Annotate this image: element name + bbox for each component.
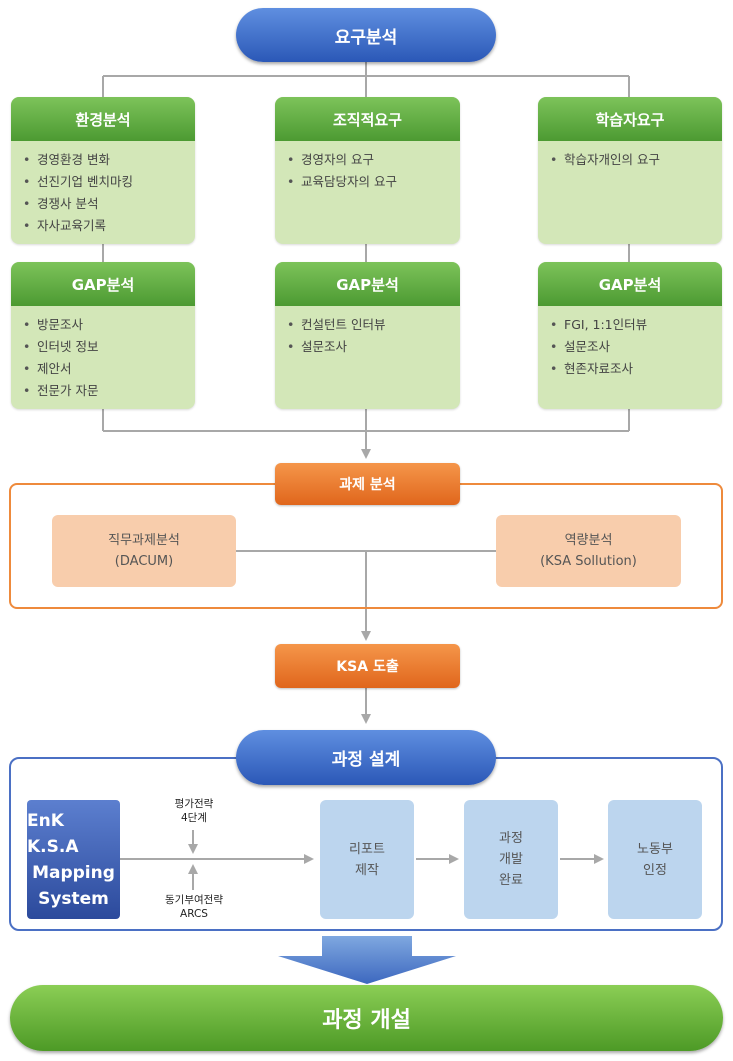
list-item: 전문가 자문 (23, 380, 195, 402)
note-line: ARCS (180, 908, 208, 920)
list-item: 설문조사 (550, 336, 722, 358)
task-analysis-title: 과제 분석 (339, 477, 396, 493)
course-launch-title: 과정 개설 (322, 1008, 411, 1033)
list-item: 현존자료조사 (550, 358, 722, 380)
learner-needs-card: 학습자요구 학습자개인의 요구 (538, 97, 722, 244)
competency-analysis-box: 역량분석 (KSA Sollution) (496, 515, 681, 587)
card-header: 환경분석 (11, 97, 195, 141)
note-line: 4단계 (180, 812, 207, 824)
report-production-box: 리포트 제작 (320, 800, 414, 919)
ksa-title: KSA 도출 (336, 659, 399, 675)
box-line: (KSA Sollution) (540, 554, 637, 569)
card-header: GAP분석 (275, 262, 460, 306)
job-task-analysis-box: 직무과제분석 (DACUM) (52, 515, 236, 587)
note-line: 평가전략 (174, 798, 214, 810)
card-item-list: 학습자개인의 요구 (538, 149, 722, 171)
needs-analysis-title: 요구분석 (334, 27, 398, 48)
evaluation-strategy-note: 평가전략 4단계 (158, 797, 230, 825)
labor-ministry-approval-box: 노동부 인정 (608, 800, 702, 919)
course-development-complete-box: 과정 개발 완료 (464, 800, 558, 919)
list-item: 학습자개인의 요구 (550, 149, 722, 171)
card-item-list: 컨설턴트 인터뷰 설문조사 (275, 314, 460, 358)
box-line: EnK K.S.A (27, 810, 79, 857)
list-item: 자사교육기록 (23, 215, 195, 237)
list-item: 방문조사 (23, 314, 195, 336)
card-header: 조직적요구 (275, 97, 460, 141)
box-line: (DACUM) (114, 554, 174, 569)
card-item-list: 경영자의 요구 교육담당자의 요구 (275, 149, 460, 193)
organizational-needs-card: 조직적요구 경영자의 요구 교육담당자의 요구 (275, 97, 460, 244)
list-item: 인터넷 정보 (23, 336, 195, 358)
list-item: 컨설턴트 인터뷰 (287, 314, 460, 336)
course-design-title: 과정 설계 (331, 750, 401, 770)
task-analysis-label: 과제 분석 (275, 463, 460, 505)
box-line: 직무과제분석 (108, 533, 180, 548)
environment-analysis-card: 환경분석 경영환경 변화 선진기업 벤치마킹 경쟁사 분석 자사교육기록 (11, 97, 195, 244)
down-arrow-icon (278, 936, 456, 984)
gap-analysis-card-2: GAP분석 컨설턴트 인터뷰 설문조사 (275, 262, 460, 409)
note-line: 동기부여전략 (165, 894, 223, 906)
gap-analysis-card-1: GAP분석 방문조사 인터넷 정보 제안서 전문가 자문 (11, 262, 195, 409)
course-design-pill: 과정 설계 (236, 730, 496, 785)
card-header: GAP분석 (11, 262, 195, 306)
list-item: 경영자의 요구 (287, 149, 460, 171)
box-line: 노동부 (637, 841, 673, 857)
card-item-list: FGI, 1:1인터뷰 설문조사 현존자료조사 (538, 314, 722, 380)
box-line: 개발 (499, 852, 523, 867)
gap-analysis-card-3: GAP분석 FGI, 1:1인터뷰 설문조사 현존자료조사 (538, 262, 722, 409)
box-line: 인정 (643, 862, 667, 878)
box-line: 제작 (355, 862, 379, 878)
card-header: GAP분석 (538, 262, 722, 306)
box-line: 역량분석 (564, 533, 613, 548)
box-line: 과정 (499, 831, 523, 846)
list-item: 교육담당자의 요구 (287, 171, 460, 193)
list-item: 설문조사 (287, 336, 460, 358)
needs-analysis-pill: 요구분석 (236, 8, 496, 62)
box-line: Mapping (32, 862, 115, 883)
motivation-strategy-note: 동기부여전략 ARCS (152, 893, 236, 921)
box-line: 완료 (499, 873, 523, 888)
list-item: 선진기업 벤치마킹 (23, 171, 195, 193)
ksa-derivation-box: KSA 도출 (275, 644, 460, 688)
card-header: 학습자요구 (538, 97, 722, 141)
box-line: 리포트 (349, 841, 385, 857)
course-launch-pill: 과정 개설 (10, 985, 723, 1051)
list-item: FGI, 1:1인터뷰 (550, 314, 722, 336)
ksa-mapping-system-box: EnK K.S.A Mapping System (27, 800, 120, 919)
box-line: System (38, 888, 109, 909)
card-item-list: 경영환경 변화 선진기업 벤치마킹 경쟁사 분석 자사교육기록 (11, 149, 195, 237)
list-item: 제안서 (23, 358, 195, 380)
list-item: 경쟁사 분석 (23, 193, 195, 215)
card-item-list: 방문조사 인터넷 정보 제안서 전문가 자문 (11, 314, 195, 402)
list-item: 경영환경 변화 (23, 149, 195, 171)
